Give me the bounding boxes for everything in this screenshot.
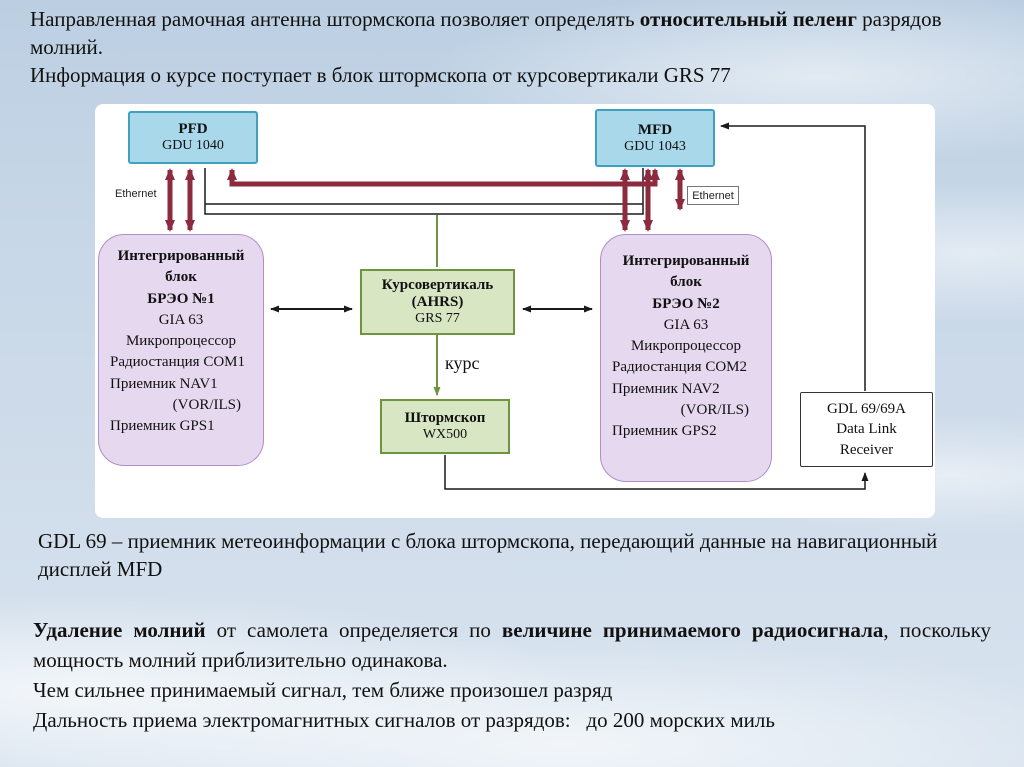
gdl-note: GDL 69 – приемник метеоинформации с блок… — [38, 527, 970, 584]
connector-layer — [165, 122, 869, 490]
breo2-line: Микропроцессор — [630, 338, 742, 355]
bottom-paragraph-1: Удаление молний от самолета определяется… — [33, 615, 991, 675]
intro-bold-phrase: относительный пеленг — [639, 7, 857, 31]
diagram-panel: PFD GDU 1040 MFD GDU 1043 Ethernet Ether… — [95, 104, 935, 518]
ethernet-label-right: Ethernet — [687, 186, 739, 205]
ethernet-bus-lines — [204, 168, 644, 215]
pfd-model: GDU 1040 — [162, 138, 224, 153]
stormscope-box: Штормскоп WX500 — [380, 399, 510, 454]
breo1-line: БРЭО №1 — [147, 290, 215, 307]
ahrs-box: Курсовертикаль (AHRS) GRS 77 — [360, 269, 515, 335]
intro-paragraph-2: Информация о курсе поступает в блок штор… — [30, 62, 731, 87]
bottom-text-1: от самолета определяется по — [205, 618, 502, 642]
breo1-box: Интегрированный блок БРЭО №1 GIA 63 Микр… — [98, 234, 264, 466]
bottom-paragraph-2: Чем сильнее принимаемый сигнал, тем ближ… — [33, 678, 613, 703]
ahrs-model: GRS 77 — [415, 311, 460, 326]
breo2-line: (VOR/ILS) — [680, 402, 749, 419]
breo2-line: блок — [670, 274, 702, 291]
bottom-paragraph-3: Дальность приема электромагнитных сигнал… — [33, 708, 775, 733]
breo1-line: Интегрированный — [117, 248, 245, 264]
breo1-line: Микропроцессор — [125, 333, 237, 350]
kurs-label: курс — [445, 353, 480, 373]
gdl-note-text: GDL 69 – приемник метеоинформации с блок… — [38, 529, 938, 582]
intro-paragraph-1: Направленная рамочная антенна штормскопа… — [30, 6, 996, 62]
mfd-box: MFD GDU 1043 — [595, 109, 715, 167]
stormscope-gdl-link — [444, 455, 869, 490]
breo1-line: Приемник GPS1 — [110, 418, 215, 435]
ethernet-label-left: Ethernet — [115, 188, 157, 200]
breo1-line: Радиостанция COM1 — [110, 354, 245, 371]
intro-text-part-2: разрядов молний. — [30, 7, 942, 59]
breo2-line: GIA 63 — [663, 316, 709, 333]
breo2-line: Приемник NAV2 — [612, 380, 720, 397]
pfd-box: PFD GDU 1040 — [128, 111, 258, 164]
bottom-text: Удаление молний от самолета определяется… — [33, 615, 991, 735]
stormscope-model: WX500 — [422, 427, 468, 442]
breo2-line: БРЭО №2 — [652, 295, 720, 312]
gdl-mfd-link — [720, 122, 866, 391]
crossfeed-pfd-mfd — [227, 168, 660, 187]
intro-text: Направленная рамочная антенна штормскопа… — [30, 6, 996, 90]
gdl-line: Receiver — [839, 441, 894, 458]
stormscope-title: Штормскоп — [404, 410, 486, 426]
breo2-line: Радиостанция COM2 — [612, 359, 747, 376]
ahrs-abbr: (AHRS) — [411, 294, 464, 310]
bottom-bold-1: Удаление молний — [33, 618, 206, 642]
gdl-receiver-box: GDL 69/69A Data Link Receiver — [800, 392, 933, 467]
breo1-line: Приемник NAV1 — [110, 375, 218, 392]
mfd-title: MFD — [637, 121, 673, 138]
intro-text-part-1: Направленная рамочная антенна штормскопа… — [30, 7, 640, 31]
pfd-title: PFD — [178, 121, 208, 137]
ahrs-title: Курсовертикаль — [381, 277, 494, 293]
mfd-model: GDU 1043 — [624, 138, 686, 154]
breo2-line: Приемник GPS2 — [612, 423, 717, 440]
breo1-line: GIA 63 — [158, 311, 204, 328]
breo2-line: Интегрированный — [622, 253, 750, 269]
gdl-line: Data Link — [836, 421, 897, 438]
bottom-bold-2: величине принимаемого радиосигнала — [501, 618, 884, 642]
breo1-line: блок — [165, 269, 197, 286]
gdl-line: GDL 69/69A — [826, 401, 907, 418]
breo1-line: (VOR/ILS) — [172, 397, 241, 414]
bottom-text-2: , поскольку мощность молний приблизитель… — [33, 618, 992, 673]
breo2-box: Интегрированный блок БРЭО №2 GIA 63 Микр… — [600, 234, 772, 482]
